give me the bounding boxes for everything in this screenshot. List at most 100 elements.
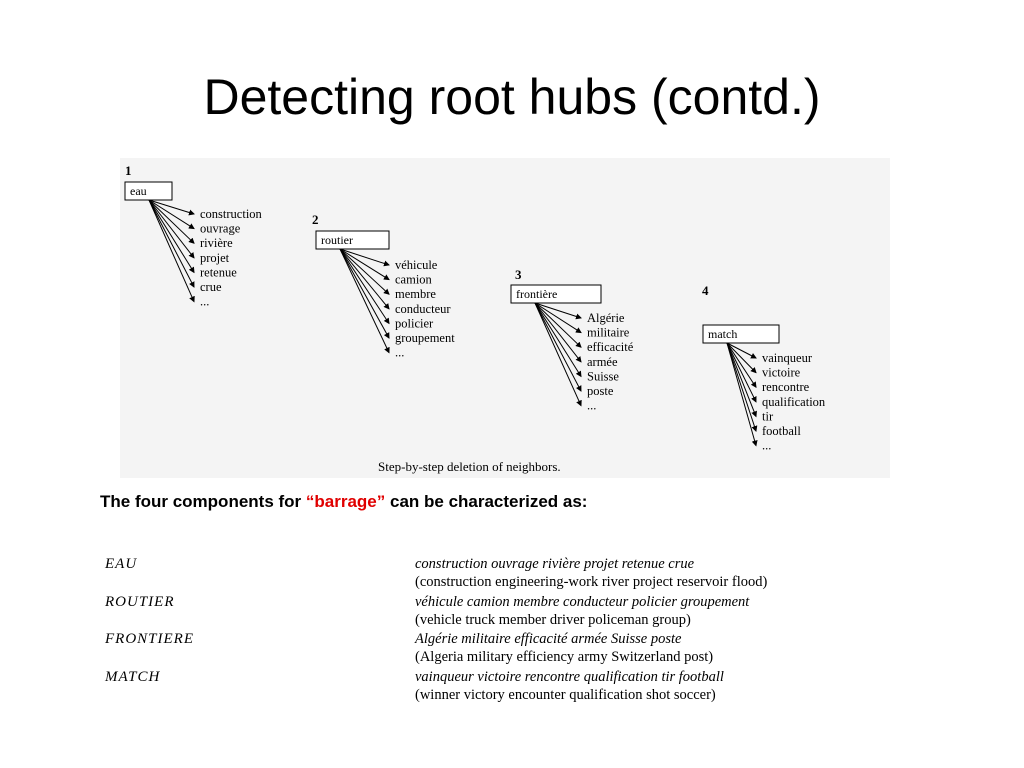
neighbor-label: rencontre: [762, 380, 810, 394]
neighbor-label: ...: [762, 439, 771, 453]
hub-label: match: [708, 327, 737, 341]
neighbor-label: crue: [200, 280, 222, 294]
neighbor-arrow: [339, 248, 390, 325]
summary-keyword: “barrage”: [305, 492, 386, 511]
neighbor-label: militaire: [587, 326, 630, 340]
neighbor-arrow: [534, 302, 582, 320]
neighbor-arrow: [339, 248, 390, 310]
step-number: 2: [312, 212, 319, 227]
neighbor-arrow: [726, 342, 758, 447]
hub-box: [510, 284, 602, 304]
component-name: EAU: [105, 556, 138, 572]
neighbor-arrow: [148, 199, 195, 288]
step-1: 1 eau constructionouvragerivièreprojetrete…: [124, 163, 263, 309]
component-row-frontiere: FRONTIERE Algérie militaire efficacité a…: [105, 631, 965, 669]
neighbor-label: qualification: [762, 395, 826, 409]
neighbor-label: construction: [200, 207, 263, 221]
component-name: ROUTIER: [105, 593, 175, 610]
neighbor-arrow: [339, 248, 390, 354]
component-row-eau: EAU construction ouvrage rivière projet …: [105, 556, 965, 594]
component-row-routier: ROUTIER véhicule camion membre conducteu…: [105, 594, 965, 632]
neighbor-label: ...: [395, 346, 404, 360]
component-english-words: (winner victory encounter qualification …: [415, 686, 716, 703]
component-english-words: (Algeria military efficiency army Switze…: [415, 649, 714, 665]
neighbor-arrow: [726, 342, 757, 389]
neighbor-arrow: [148, 199, 195, 259]
hub-label: eau: [130, 184, 147, 198]
component-french-words: construction ouvrage rivière projet rete…: [415, 556, 695, 572]
neighbor-arrow: [148, 199, 195, 303]
summary-prefix: The four components for: [100, 492, 306, 511]
neighbor-arrow: [534, 302, 582, 363]
components-table: EAU construction ouvrage rivière projet …: [105, 556, 965, 706]
neighbor-label: ...: [587, 399, 596, 413]
neighbor-arrow: [534, 302, 582, 378]
slide-title: Detecting root hubs (contd.): [203, 69, 821, 125]
hub-node: eau: [124, 181, 173, 201]
neighbor-arrow: [339, 248, 390, 295]
component-french-words: vainqueur victoire rencontre qualificati…: [415, 668, 724, 685]
component-name: MATCH: [105, 668, 161, 685]
neighbor-label: vainqueur: [762, 351, 813, 365]
summary-suffix: can be characterized as:: [385, 492, 588, 511]
neighbor-label: tir: [762, 409, 774, 423]
neighbor-arrow: [339, 248, 390, 281]
neighbor-label: armée: [587, 355, 618, 369]
step-number: 4: [702, 283, 709, 298]
hub-label: routier: [321, 233, 353, 247]
neighbor-label: victoire: [762, 366, 801, 380]
neighbor-arrow: [534, 302, 582, 392]
neighbor-label: efficacité: [587, 340, 634, 354]
summary-sentence: The four components for “barrage” can be…: [100, 492, 587, 512]
neighbor-label: membre: [395, 287, 436, 301]
neighbor-label: camion: [395, 273, 433, 287]
neighbor-label: poste: [587, 384, 614, 398]
neighbor-arrow: [726, 342, 757, 359]
neighbor-label: football: [762, 424, 801, 438]
neighbor-arrow: [726, 342, 758, 432]
neighbor-arrow: [534, 302, 582, 407]
step-4: 4 match vainqueurvictoirerencontrequalific…: [702, 283, 826, 453]
neighbor-arrow: [726, 342, 757, 403]
neighbor-label: ...: [200, 295, 209, 309]
hub-box: [315, 230, 390, 250]
neighbor-arrow: [148, 199, 195, 244]
component-row-match: MATCH vainqueur victoire rencontre quali…: [105, 669, 965, 707]
hub-node: routier: [315, 230, 390, 250]
neighbor-arrow: [534, 302, 582, 334]
step-3: 3 frontièreAlgériemilitaireefficacitéarmé…: [510, 267, 634, 413]
neighbor-label: rivière: [200, 236, 233, 250]
hub-box: [702, 324, 780, 344]
neighbor-arrow: [148, 199, 195, 216]
diagram-caption: Step-by-step deletion of neighbors.: [378, 459, 561, 474]
neighbor-label: policier: [395, 316, 434, 330]
neighbor-arrow: [148, 199, 195, 230]
step-number: 3: [515, 267, 522, 282]
hub-label: frontière: [516, 287, 557, 301]
neighbor-label: projet: [200, 251, 230, 265]
neighbor-label: groupement: [395, 331, 455, 345]
neighbor-label: véhicule: [395, 258, 438, 272]
neighbor-label: Suisse: [587, 369, 619, 383]
neighbor-label: retenue: [200, 265, 237, 279]
neighbor-arrow: [726, 342, 757, 418]
component-english-words: (construction engineering-work river pro…: [415, 574, 768, 590]
neighbor-label: ouvrage: [200, 222, 241, 236]
component-french-words: Algérie militaire efficacité armée Suiss…: [415, 631, 682, 647]
component-english-words: (vehicle truck member driver policeman g…: [415, 611, 691, 628]
neighbor-label: conducteur: [395, 302, 451, 316]
neighbor-arrow: [726, 342, 757, 374]
component-name: FRONTIERE: [105, 631, 194, 647]
hub-node: frontière: [510, 284, 602, 304]
hub-node: match: [702, 324, 780, 344]
step-number: 1: [125, 163, 132, 178]
neighbor-arrow: [339, 248, 390, 339]
neighbor-label: Algérie: [587, 311, 625, 325]
neighbor-arrow: [339, 248, 390, 267]
neighbor-arrow: [534, 302, 582, 348]
neighbor-arrow: [148, 199, 195, 274]
diagram-canvas: 1 eau constructionouvragerivièreprojetrete…: [124, 163, 826, 474]
hub-box: [124, 181, 173, 201]
component-french-words: véhicule camion membre conducteur polici…: [415, 593, 750, 610]
